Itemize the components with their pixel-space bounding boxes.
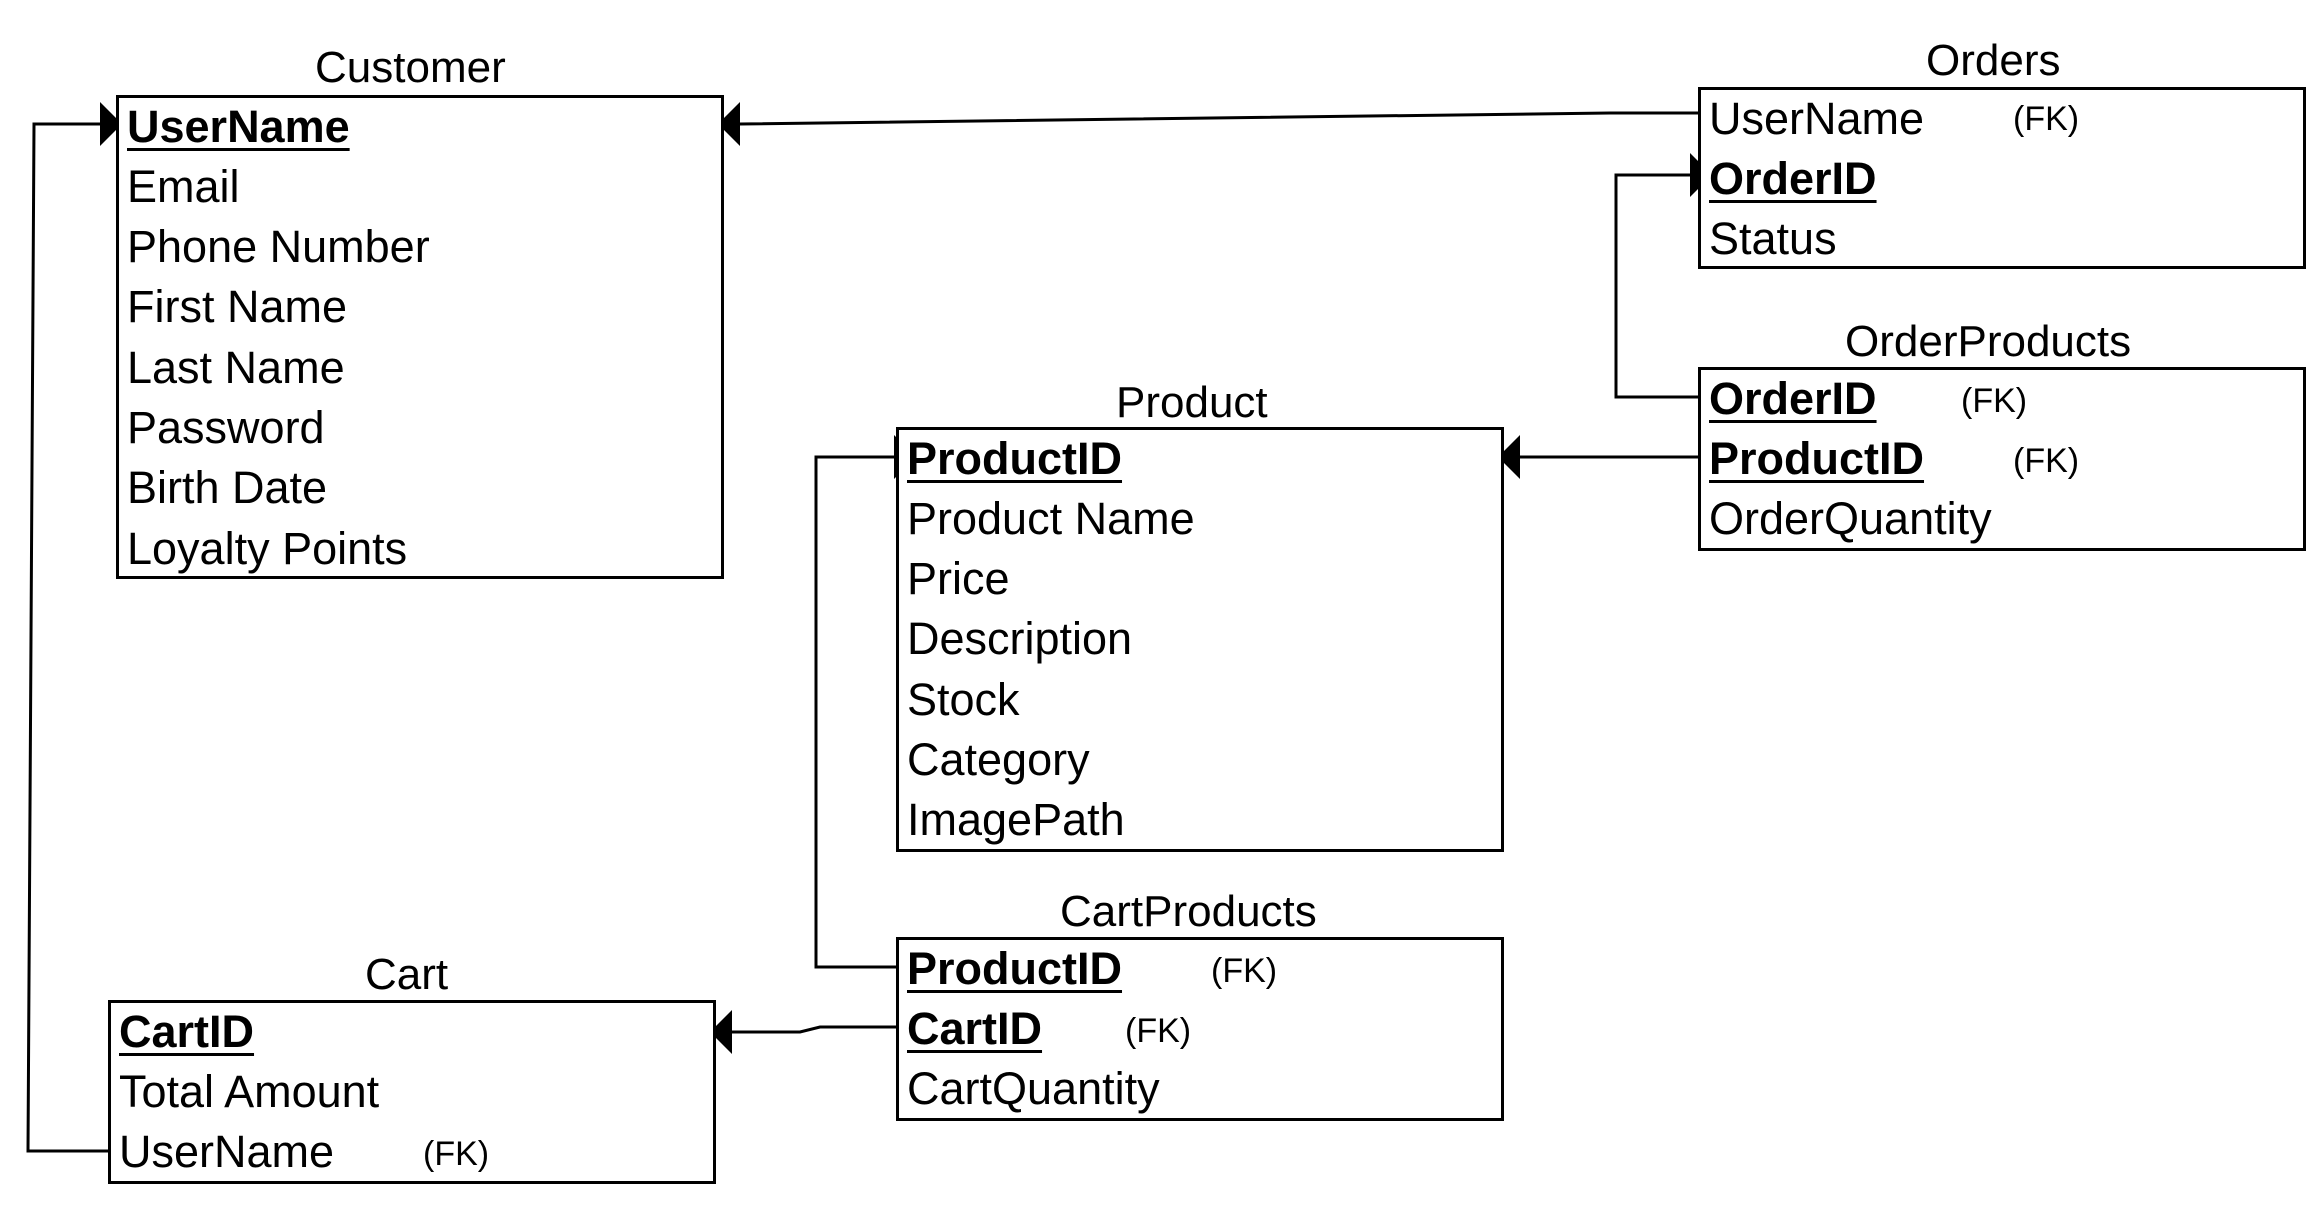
customer-attr-last-name: Last Name: [127, 342, 345, 393]
cartproducts-attr-productid: ProductID: [907, 943, 1123, 994]
product-attr-productid: ProductID: [907, 433, 1123, 484]
arrowhead-cart-right: [710, 1010, 732, 1054]
customer-attr-loyalty-points: Loyalty Points: [127, 523, 408, 574]
cartproducts-title: CartProducts: [1060, 887, 1317, 936]
orders-attr-orderid: OrderID: [1709, 153, 1877, 204]
orderproducts-productid-fk-label: (FK): [2013, 442, 2080, 480]
orderproducts-attr-orderquantity: OrderQuantity: [1709, 493, 1992, 544]
cart-attr-username: UserName: [119, 1126, 335, 1177]
product-attr-imagepath: ImagePath: [907, 794, 1125, 845]
orderproducts-entity: OrderID (FK) ProductID (FK) OrderQuantit…: [1698, 367, 2306, 551]
arrowhead-product-right: [1498, 435, 1520, 479]
orders-username-fk-label: (FK): [2013, 100, 2080, 138]
cartproducts-attr-cartquantity: CartQuantity: [907, 1063, 1160, 1114]
product-attr-stock: Stock: [907, 674, 1020, 725]
orderproducts-orderid-fk-label: (FK): [1961, 382, 2028, 420]
cart-attr-total-amount: Total Amount: [119, 1066, 380, 1117]
connector-orderproducts-orders: [1614, 173, 1698, 399]
orders-entity: UserName (FK) OrderID Status: [1698, 87, 2306, 269]
arrowhead-customer-right: [718, 102, 740, 146]
cart-entity: CartID Total Amount UserName (FK): [108, 1000, 716, 1184]
product-attr-price: Price: [907, 553, 1010, 604]
cartproducts-cartid-fk-label: (FK): [1125, 1012, 1192, 1050]
cart-title: Cart: [365, 950, 449, 999]
orders-title: Orders: [1926, 36, 2061, 85]
product-attr-description: Description: [907, 613, 1133, 664]
customer-attr-username: UserName: [127, 101, 350, 152]
orderproducts-title: OrderProducts: [1845, 317, 2132, 366]
product-attr-product-name: Product Name: [907, 493, 1195, 544]
customer-attr-phone-number: Phone Number: [127, 221, 430, 272]
cartproducts-productid-fk-label: (FK): [1211, 952, 1278, 990]
customer-attr-birth-date: Birth Date: [127, 462, 328, 513]
arrowhead-customer-left: [100, 102, 122, 146]
cartproducts-attr-cartid: CartID: [907, 1003, 1043, 1054]
product-entity: ProductID Product Name Price Description…: [896, 427, 1504, 852]
orders-attr-status: Status: [1709, 213, 1837, 264]
customer-attr-first-name: First Name: [127, 281, 348, 332]
orderproducts-attr-productid: ProductID: [1709, 433, 1925, 484]
connector-cartproducts-product: [814, 455, 898, 969]
cartproducts-entity: ProductID (FK) CartID (FK) CartQuantity: [896, 937, 1504, 1121]
orders-attr-username: UserName: [1709, 93, 1925, 144]
customer-entity: UserName Email Phone Number First Name L…: [116, 95, 724, 579]
customer-attr-password: Password: [127, 402, 325, 453]
product-attr-category: Category: [907, 734, 1090, 785]
cart-username-fk-label: (FK): [423, 1135, 490, 1173]
connector-orders-customer: [739, 111, 1698, 126]
cart-attr-cartid: CartID: [119, 1006, 255, 1057]
orderproducts-attr-orderid: OrderID: [1709, 373, 1877, 424]
connector-cartproducts-cart: [730, 1025, 898, 1034]
product-title: Product: [1116, 378, 1268, 427]
connector-cart-customer: [26, 122, 110, 1153]
customer-title: Customer: [315, 43, 506, 92]
customer-attr-email: Email: [127, 161, 240, 212]
